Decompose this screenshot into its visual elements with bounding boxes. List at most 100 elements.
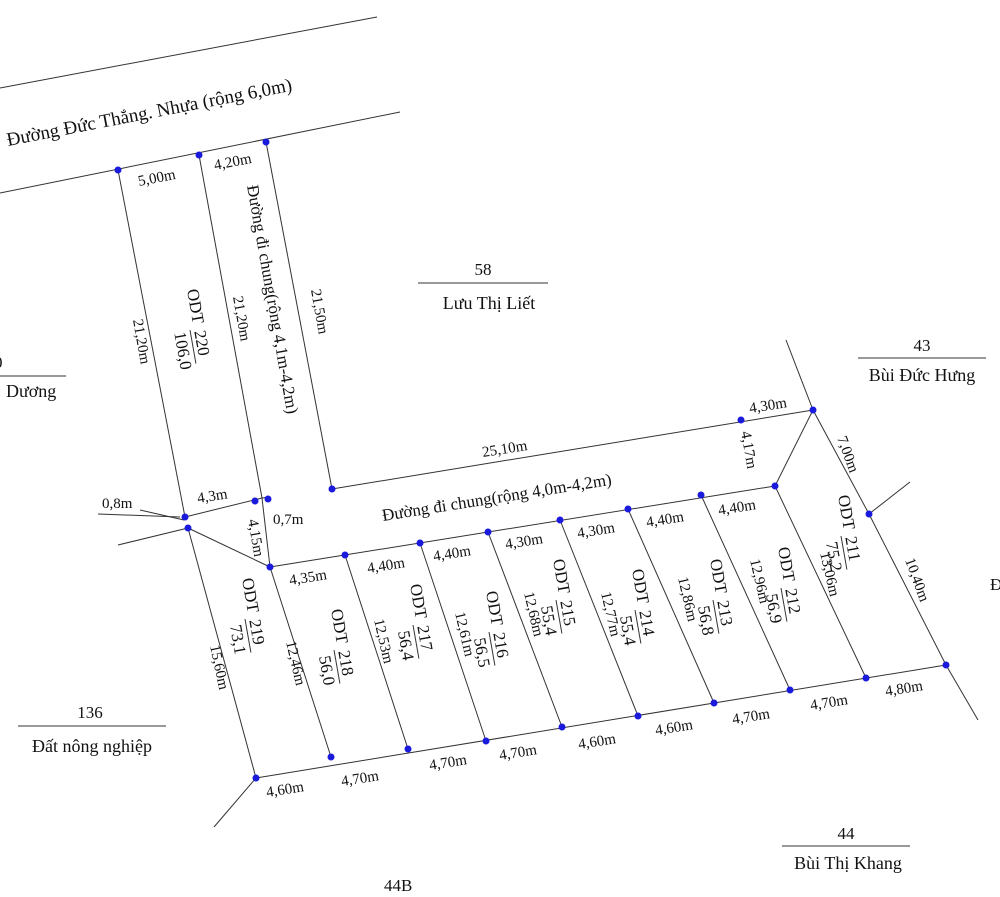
vertex [252,774,260,782]
dim-b-4-60b: 4,60m [577,731,617,753]
parcel-fraction-bar [412,625,420,659]
parcel-number: 211 [841,535,864,563]
dim-4-40b: 4,40m [432,543,472,565]
dim-b-4-70e: 4,70m [809,692,849,714]
parcel-219: ODT 219 73,1 [226,576,268,655]
path-end-edge [774,409,814,487]
parcel-number: 217 [413,624,436,653]
parcel-area: 55,4 [537,604,561,637]
dim-15-60: 15,60m [206,644,231,692]
neighbor-left-number: 0 [0,353,3,372]
parcel-type: ODT [834,493,859,531]
dim-4-40c: 4,40m [645,509,685,531]
parcel-215: ODT 215 55,4 [537,557,579,637]
road-edge-top [0,16,378,89]
dim-4-30b: 4,30m [576,520,616,542]
vertex [771,482,779,490]
vertex [266,563,274,571]
vertex [558,723,566,731]
vertex [942,661,950,669]
dim-12-46: 12,46m [282,639,308,687]
dim-top-5-00: 5,00m [137,167,178,190]
vertex [341,551,349,559]
parcel-area: 56,4 [394,629,418,662]
dim-12-61: 12,61m [451,610,477,658]
dim-mid-21-20: 21,20m [229,295,253,343]
dim-b-4-70c: 4,70m [498,742,538,764]
parcel-fraction-bar [840,536,848,570]
parcel-fraction-bar [780,588,788,622]
neighbor-58-number: 58 [475,260,492,279]
parcel-area: 56,8 [694,604,718,637]
vertex [786,686,794,694]
parcel-area: 56,9 [762,592,786,625]
dim-25-10: 25,10m [481,438,529,461]
dim-0-8: 0,8m [102,496,133,512]
neighbor-136-owner: Đất nông nghiệp [32,736,152,756]
parcel-type: ODT [406,582,431,620]
parcel-211-right [868,513,947,666]
vertex [404,745,412,753]
vertex [556,516,564,524]
ext-top-right [785,339,814,411]
vertex [809,406,817,414]
dim-4-17: 4,17m [737,430,759,470]
parcel-218: ODT 218 56,0 [315,607,357,686]
parcel-type: ODT [183,287,208,325]
vertex [184,524,192,532]
path-horizontal-label: Đường đi chung(rộng 4,0m-4,2m) [381,470,613,525]
vertex [737,416,745,424]
parcel-219-left [187,527,257,779]
dim-b-4-70a: 4,70m [340,768,380,790]
parcel-type: ODT [549,557,574,595]
dim-4-40d: 4,40m [717,497,757,519]
neighbor-44-owner: Bùi Thị Khang [794,853,902,873]
vertex [195,151,203,159]
dim-b-4-70b: 4,70m [428,752,468,774]
parcel-fraction-bar [189,330,197,364]
vertex [251,497,259,505]
parcel-type: ODT [706,557,731,595]
dim-b-4-80: 4,80m [884,678,924,700]
path-left-edge [198,154,263,499]
vertex [634,712,642,720]
parcel-fraction-bar [488,632,496,666]
neighbor-43-owner: Bùi Đức Hưng [869,365,976,385]
parcel-220-left [117,169,186,518]
dim-4-40a: 4,40m [366,555,406,577]
vertex [264,495,272,503]
edge-char: Đ [990,575,1000,594]
parcel-type: ODT [774,545,799,583]
path-bottom-edge [269,485,776,568]
parcel-area: 55,4 [616,614,640,647]
parcel-type: ODT [327,607,352,645]
parcel-fraction-bar [244,619,252,653]
rear-boundary [255,664,947,779]
ext-bottom-left [213,777,257,828]
parcel-213: ODT 213 56,8 [694,557,736,637]
div-219-218 [269,566,332,758]
dim-4-30: 4,30m [748,395,788,417]
parcel-211-top [812,409,870,515]
ext-bottom-right [945,664,979,721]
vertex [327,753,335,761]
dim-12-96: 12,96m [746,557,772,605]
vertex [262,138,270,146]
dim-4-30a: 4,30m [504,531,544,553]
path-vertical-label: Đường đi chung(rộng 4,1m-4,2m) [243,183,302,415]
path-right-edge [265,141,333,490]
dim-left-21-20: 21,20m [129,318,153,366]
parcel-area: 75,2 [822,540,846,573]
vertex [482,737,490,745]
dim-b-4-60c: 4,60m [654,717,694,739]
parcel-type: ODT [238,576,263,614]
dim-4-35: 4,35m [288,567,328,589]
parcel-number: 216 [489,631,512,659]
parcel-fraction-bar [634,610,642,644]
vertex [624,505,632,513]
dimension-labels: 5,00m 4,20m 21,20m 21,20m 21,50m 25,10m … [102,151,932,801]
parcel-fraction-bar [555,600,563,634]
dim-b-4-70d: 4,70m [731,706,771,728]
dim-12-77: 12,77m [597,590,623,638]
